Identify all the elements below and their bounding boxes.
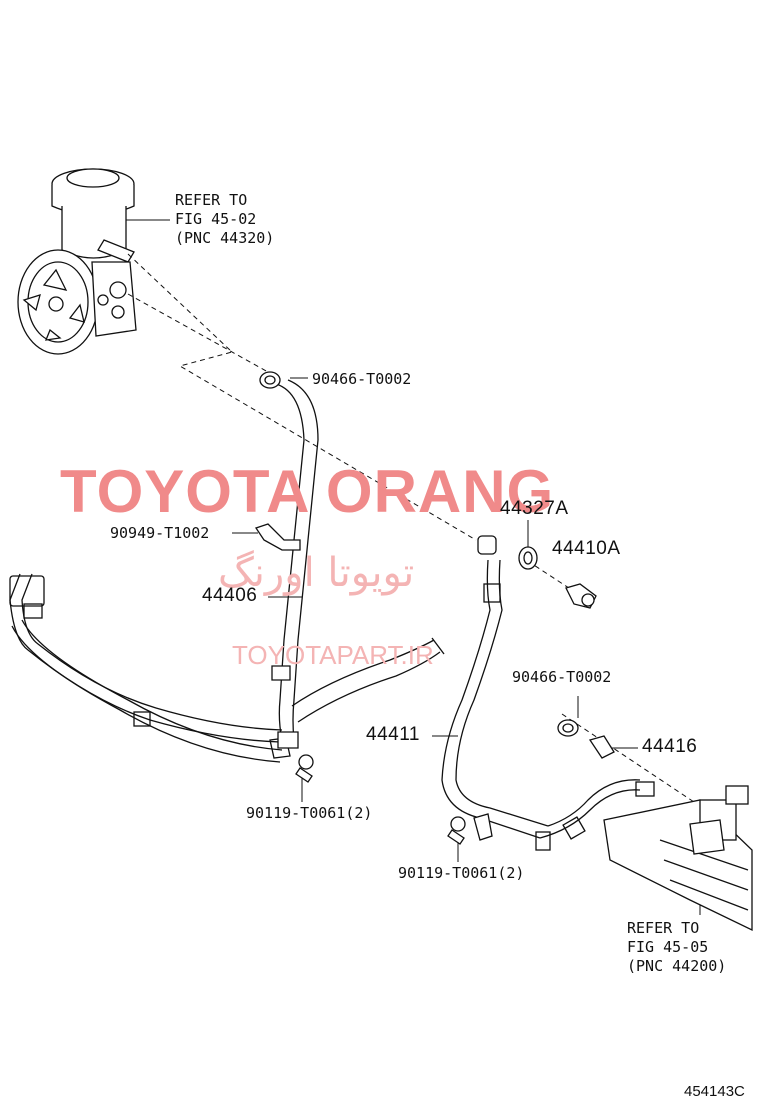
figure-id: 454143C [684, 1083, 745, 1100]
part-label-clip[interactable]: 90949-T1002 [110, 524, 210, 542]
cooler-tube [9, 573, 291, 763]
pump-ref-line-1: REFER TO [175, 191, 248, 209]
part-label-bolt-right[interactable]: 90119-T0061(2) [398, 864, 525, 882]
part-label-clamp-top[interactable]: 90466-T0002 [312, 370, 412, 388]
part-label-hose-return[interactable]: 44406 [202, 585, 258, 606]
gear-ref-line-1: REFER TO [627, 919, 700, 937]
pump-ref-line-2: FIG 45-02 [175, 210, 257, 228]
part-label-union-bolt[interactable]: 44410A [552, 538, 621, 559]
part-label-clamp-right[interactable]: 90466-T0002 [512, 668, 612, 686]
part-label-union[interactable]: 44416 [642, 736, 698, 757]
part-label-hose-pressure[interactable]: 44411 [366, 724, 420, 745]
pressure-hose-44411 [441, 535, 655, 851]
steering-gear-icon [603, 785, 753, 932]
fasteners [254, 371, 615, 845]
pump-ref-line-3: (PNC 44320) [175, 229, 275, 247]
part-label-bolt-left[interactable]: 90119-T0061(2) [246, 804, 373, 822]
gear-ref-line-2: FIG 45-05 [627, 938, 709, 956]
watermark-brand: TOYOTA ORANG [60, 458, 555, 525]
watermark-url: TOYOTAPART.IR [232, 640, 434, 670]
part-label-gasket[interactable]: 44327A [500, 498, 569, 519]
watermark-persian: تویوتا اورنگ [218, 550, 415, 596]
return-hose-44406 [275, 379, 445, 741]
gear-ref-line-3: (PNC 44200) [627, 957, 727, 975]
power-steering-pump-icon [17, 168, 137, 355]
